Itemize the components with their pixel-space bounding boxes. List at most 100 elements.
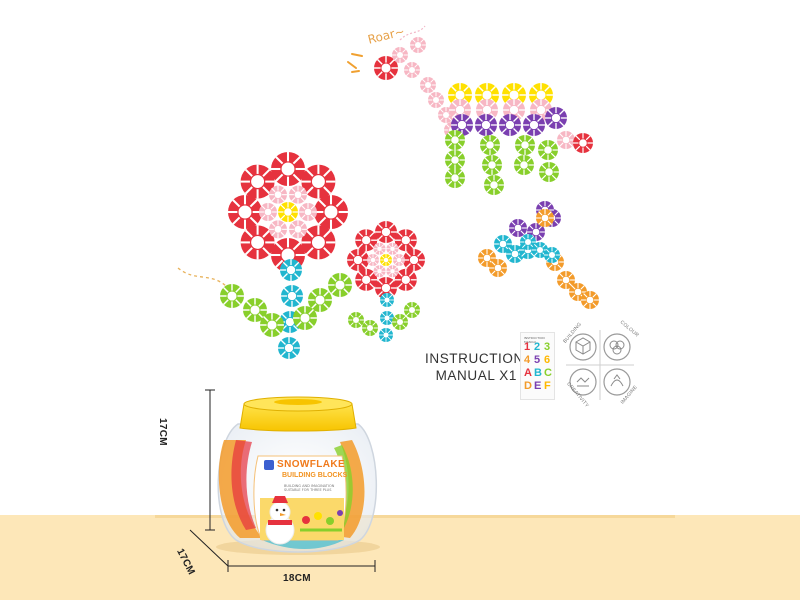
bird-wing — [494, 235, 512, 253]
flower-stem — [380, 311, 394, 325]
flower-stem — [380, 293, 394, 307]
manual-card-header: INSTRUCTION MANUAL — [524, 336, 545, 344]
manual-card-digit: E — [534, 380, 542, 392]
manual-card-digit: 1 — [524, 341, 531, 353]
flower-petal — [240, 164, 275, 199]
flower-petal — [314, 195, 348, 229]
flower-petal — [301, 164, 336, 199]
snowflake-pieces — [220, 37, 599, 359]
dino-belly — [499, 114, 521, 136]
flower-petal — [375, 221, 397, 243]
flower-inner-petal — [289, 220, 307, 239]
width-dimension-label: 18CM — [283, 573, 311, 584]
dino-head — [374, 56, 398, 80]
manual-card-digit: 5 — [534, 354, 541, 366]
flower-inner-petal — [269, 220, 287, 239]
brand-logo — [264, 460, 274, 470]
bird-neck — [544, 247, 560, 263]
flower-petal — [228, 195, 262, 229]
dino-tail-tip — [573, 133, 593, 153]
flower-petal — [271, 152, 305, 186]
bird-neck — [532, 242, 548, 258]
colour-icon — [603, 333, 631, 361]
creativity-icon — [569, 368, 597, 396]
bird-feather — [581, 291, 599, 309]
flower-inner-petal — [289, 185, 307, 204]
dino-neck — [404, 62, 420, 78]
dino-neck — [428, 92, 444, 108]
dino-leg — [445, 130, 465, 150]
flower-stem — [280, 259, 302, 281]
height-dimension-label: 17CM — [157, 418, 168, 446]
jar-label-title: SNOWFLAKE — [277, 459, 346, 470]
product-jar — [216, 396, 380, 555]
dino-leg — [484, 175, 504, 195]
jar-lid — [239, 403, 357, 432]
dino-tail — [557, 131, 575, 149]
flower-petal — [403, 249, 425, 271]
manual-line-2: MANUAL X1 — [435, 368, 517, 383]
flower-petal — [240, 225, 275, 260]
dino-neck — [410, 37, 426, 53]
dino-leg — [514, 155, 534, 175]
flower-leaf — [220, 284, 244, 308]
building-icon — [569, 333, 597, 361]
bird-feather — [536, 209, 554, 227]
flower-petal — [355, 229, 378, 252]
manual-card-digit: F — [544, 380, 551, 392]
flower-inner-petal — [386, 242, 399, 255]
manual-card-digit: A — [524, 367, 532, 379]
dino-belly — [523, 114, 545, 136]
feature-icons — [566, 330, 634, 400]
bird-feather — [557, 271, 575, 289]
dino-leg — [539, 162, 559, 182]
flower-petal — [394, 229, 417, 252]
flower-inner-petal — [259, 203, 277, 221]
bird-neck — [520, 234, 536, 250]
dino-leg — [482, 155, 502, 175]
flower-leaf — [293, 306, 317, 330]
roar-shout-marks — [347, 53, 363, 73]
flower-leaf — [392, 314, 408, 330]
flower-inner-petal — [269, 185, 287, 204]
flower-inner-petal — [367, 254, 379, 266]
dimension-lines — [189, 389, 376, 572]
flower-leaf — [328, 273, 352, 297]
manual-card-digit: D — [524, 380, 532, 392]
manual-line-1: INSTRUCTION — [425, 351, 524, 366]
flower-petal — [301, 225, 336, 260]
jar-label-subtitle: BUILDING BLOCKS — [282, 472, 348, 479]
manual-card-digit: C — [544, 367, 552, 379]
dino-leg — [515, 135, 535, 155]
manual-card-digit: 2 — [534, 341, 541, 353]
flower-center — [380, 254, 392, 266]
flower-stem — [278, 337, 300, 359]
dino-belly — [475, 114, 497, 136]
manual-card-digit: 4 — [524, 354, 531, 366]
flower-center — [278, 202, 298, 222]
dino-belly — [545, 107, 567, 129]
dashed-trail-left — [177, 267, 227, 287]
dino-neck — [420, 77, 436, 93]
floor-background — [0, 515, 800, 600]
flower-leaf — [348, 312, 364, 328]
dino-leg — [445, 168, 465, 188]
dino-leg — [445, 150, 465, 170]
flower-inner-petal — [386, 265, 399, 278]
bird-feather — [489, 259, 507, 277]
flower-inner-petal — [393, 254, 405, 266]
flower-stem — [281, 285, 303, 307]
bird-body — [509, 219, 527, 237]
floor-edge — [155, 515, 675, 518]
flower-leaf — [243, 298, 267, 322]
jar-label-small-2: SUITABLE FOR THREE PLUS — [284, 488, 332, 492]
manual-card-digit: B — [534, 367, 542, 379]
flower-leaf — [404, 302, 420, 318]
jar-label-small-1: BUILDING AND IMAGINATION — [284, 484, 335, 488]
flower-inner-petal — [373, 265, 386, 278]
dino-leg — [480, 135, 500, 155]
flower-petal — [355, 268, 378, 291]
